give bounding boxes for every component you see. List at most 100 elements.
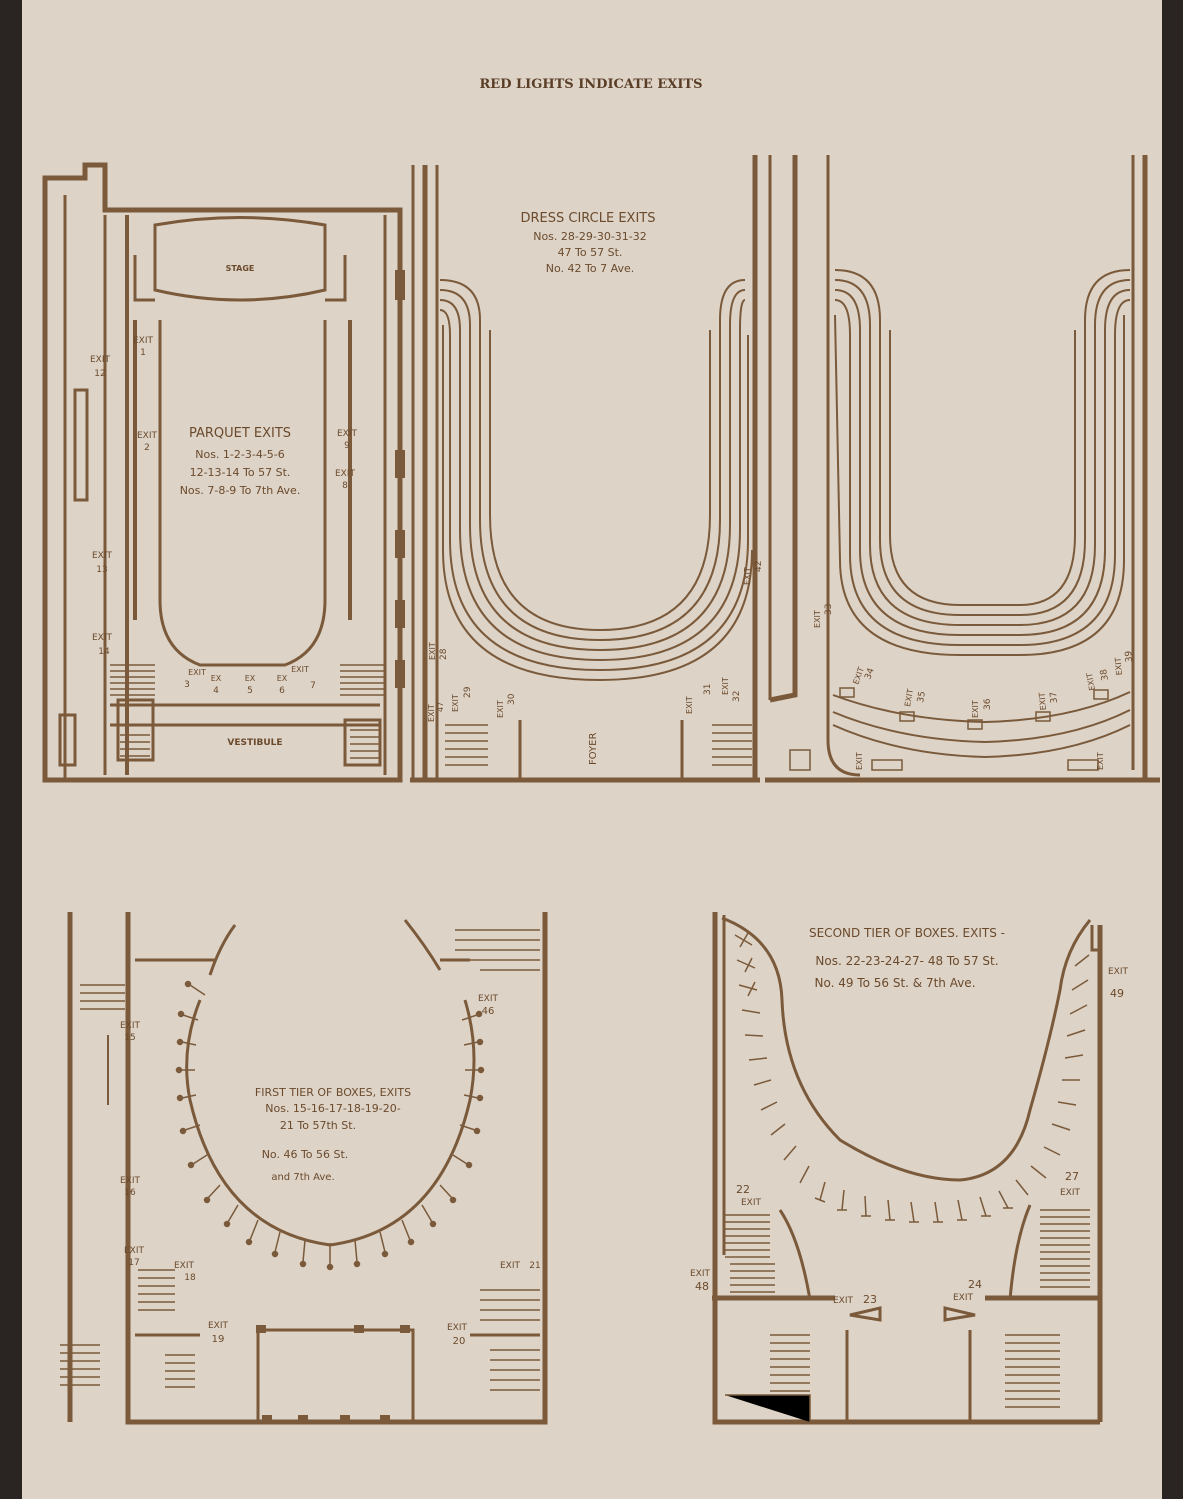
exit-word: EXIT [1037, 692, 1048, 711]
exit-word: EXIT [1096, 752, 1105, 770]
vestibule-label: VESTIBULE [227, 738, 282, 748]
exit-number: 24 [968, 1278, 982, 1291]
exit-word: EXIT [133, 336, 154, 346]
exit-number: 49 [1110, 987, 1124, 1000]
exit-word: EXIT [1108, 967, 1129, 977]
second-tier-line: Nos. 22-23-24-27- 48 To 57 St. [815, 954, 998, 968]
exit-word: EXIT [833, 1296, 854, 1306]
exit-number: 47 [436, 702, 445, 712]
exit-word: EXIT [971, 700, 980, 718]
exit-word: EXIT [813, 610, 822, 628]
parquet-exits-title: PARQUET EXITS [189, 426, 291, 441]
exit-word: EXIT [953, 1293, 974, 1303]
exit-number: 20 [453, 1336, 466, 1347]
foyer-label: FOYER [588, 732, 599, 765]
exit-number: 37 [1049, 691, 1060, 703]
dress-circle-line: Nos. 28-29-30-31-32 [533, 230, 647, 243]
exit-abbr: EX [277, 674, 288, 683]
exit-number: 8 [342, 481, 348, 491]
parquet-exits-line: 12-13-14 To 57 St. [190, 466, 291, 479]
exit-number: 29 [463, 686, 473, 698]
first-tier-line: 21 To 57th St. [280, 1119, 356, 1132]
exit-number: 13 [96, 565, 107, 575]
program-page [22, 0, 1162, 1499]
exit-number: 48 [695, 1280, 709, 1293]
balcony-exit-markers: EXIT 33 EXIT 34 EXIT 35 EXIT 36 EXIT 37 … [813, 604, 1135, 770]
exit-number: 33 [824, 604, 834, 615]
exit-word: EXIT [120, 1176, 141, 1186]
exit-number: 9 [344, 441, 350, 451]
parquet-exit-markers: EXIT 1 EXIT 2 EXIT 9 EXIT 8 EXIT 12 EXIT… [90, 336, 358, 696]
exit-number: 2 [144, 443, 150, 453]
dress-circle-line: 47 To 57 St. [558, 246, 623, 259]
exit-number: 38 [1099, 668, 1111, 681]
exit-number: 17 [128, 1258, 139, 1268]
exit-number: 16 [124, 1188, 136, 1198]
exit-word: EXIT [451, 694, 460, 712]
exit-word: EXIT [690, 1269, 711, 1279]
exit-number: 18 [184, 1273, 196, 1283]
exit-word: EXIT [137, 431, 158, 441]
exit-number: 7 [310, 681, 316, 691]
parquet-exits-line: Nos. 7-8-9 To 7th Ave. [180, 484, 301, 497]
exit-number: 12 [94, 369, 105, 379]
second-tier-line: No. 49 To 56 St. & 7th Ave. [814, 976, 975, 990]
second-tier-plan: SECOND TIER OF BOXES. EXITS - Nos. 22-23… [690, 912, 1129, 1425]
exit-number: 46 [482, 1006, 495, 1017]
exit-word: EXIT [496, 700, 505, 718]
exit-word: EXIT [124, 1246, 145, 1256]
exit-number: 27 [1065, 1170, 1079, 1183]
exit-word: EXIT [1060, 1188, 1081, 1198]
exit-word: EXIT [208, 1321, 229, 1331]
exit-word: EXIT [291, 665, 309, 674]
exit-number: 23 [863, 1293, 877, 1306]
first-tier-line: No. 46 To 56 St. [262, 1148, 349, 1161]
exit-number: 4 [213, 686, 219, 696]
exit-word: EXIT [174, 1261, 195, 1271]
exit-number: 36 [983, 698, 993, 710]
exit-number: 32 [732, 691, 742, 702]
dress-circle-title: DRESS CIRCLE EXITS [520, 211, 655, 226]
second-tier-title: SECOND TIER OF BOXES. EXITS - [809, 926, 1005, 940]
page-title: RED LIGHTS INDICATE EXITS [480, 77, 703, 92]
balcony-plan: EXIT 33 EXIT 34 EXIT 35 EXIT 36 EXIT 37 … [765, 155, 1160, 783]
exit-word: EXIT [903, 688, 915, 707]
exit-word: EXIT [721, 677, 730, 695]
exit-word: EXIT [337, 429, 358, 439]
exit-word: EXIT [1085, 672, 1097, 691]
parquet-exits-line: Nos. 1-2-3-4-5-6 [195, 448, 285, 461]
exit-number: 14 [98, 647, 110, 657]
second-tier-exit-markers: EXIT 49 22 EXIT 27 EXIT EXIT 48 EXIT 23 … [690, 967, 1129, 1306]
dress-circle-plan: DRESS CIRCLE EXITS Nos. 28-29-30-31-32 4… [410, 155, 772, 783]
exit-word: EXIT [120, 1021, 141, 1031]
dress-circle-exit-markers: EXIT 28 EXIT 47 EXIT 29 EXIT 30 EXIT 31 … [427, 561, 764, 722]
exit-number: 30 [507, 693, 517, 705]
exit-number: 34 [863, 667, 876, 681]
exit-number: 28 [439, 648, 449, 660]
exit-word: EXIT [90, 355, 111, 365]
exit-number: 15 [124, 1033, 135, 1043]
exit-number: 19 [212, 1334, 225, 1345]
exit-word: EXIT [188, 668, 206, 677]
exit-number: 5 [247, 686, 253, 696]
exit-word: EXIT [335, 469, 356, 479]
exit-word: EXIT [1113, 657, 1124, 676]
exit-number: 22 [736, 1183, 750, 1196]
exit-word: EXIT [478, 994, 499, 1004]
exit-word: EXIT [428, 642, 437, 660]
first-tier-exit-markers: EXIT 15 EXIT 16 EXIT 17 EXIT 18 EXIT 19 … [120, 994, 541, 1347]
parquet-plan: STAGE VESTIBULE PARQUET EXITS Nos. 1-2-3… [42, 162, 405, 783]
first-tier-title: FIRST TIER OF BOXES, EXITS [255, 1086, 411, 1099]
exit-number: 42 [754, 561, 764, 572]
exit-word: EXIT [685, 696, 694, 714]
exit-abbr: EX [245, 674, 256, 683]
exit-word: EXIT [855, 752, 864, 770]
first-tier-plan: FIRST TIER OF BOXES, EXITS Nos. 15-16-17… [60, 912, 548, 1425]
exit-number: 1 [140, 348, 146, 358]
dress-circle-line: No. 42 To 7 Ave. [546, 262, 634, 275]
exit-word: EXIT [741, 1198, 762, 1208]
exit-word: EXIT [500, 1261, 521, 1271]
exit-number: 39 [1124, 650, 1135, 663]
exit-number: 35 [916, 691, 928, 704]
